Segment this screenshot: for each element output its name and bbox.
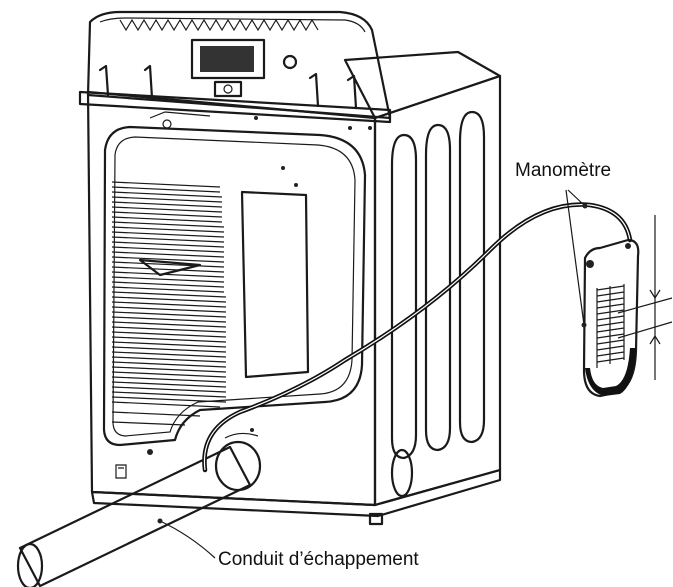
side-panel-ribs xyxy=(390,110,486,498)
screw-icon xyxy=(282,54,298,70)
exhaust-duct-label: Conduit d’échappement xyxy=(218,549,419,570)
rear-access-panel xyxy=(102,116,372,479)
exhaust-duct xyxy=(16,428,262,587)
leader-lines xyxy=(157,189,588,559)
manometer-hose xyxy=(202,202,633,473)
terminal-block xyxy=(190,38,266,80)
manometer xyxy=(582,215,673,398)
manometer-label: Manomètre xyxy=(515,160,612,181)
control-console xyxy=(78,10,392,129)
vent-slats xyxy=(111,181,227,426)
